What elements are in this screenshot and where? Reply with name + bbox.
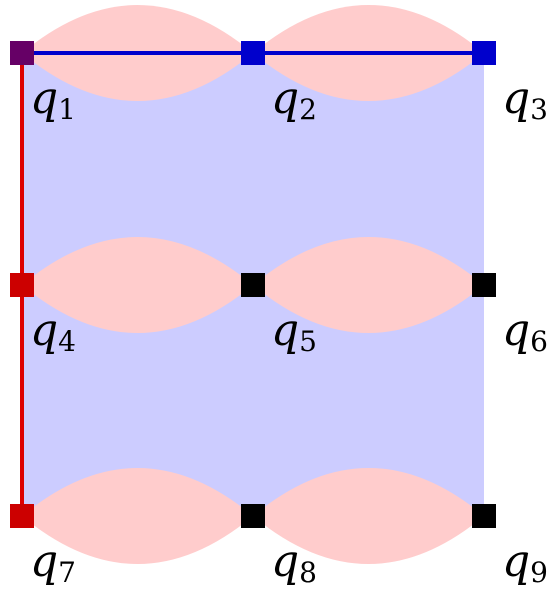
label-q6-main: q (502, 305, 530, 356)
label-q3: q3 (502, 73, 548, 126)
label-q8-main: q (271, 536, 299, 587)
node-q2 (241, 41, 265, 65)
node-q8 (241, 504, 265, 528)
label-q4-sub: 4 (58, 325, 76, 358)
label-q9-main: q (502, 536, 530, 587)
lens-q5-q6 (253, 237, 484, 333)
label-q8: q8 (271, 536, 317, 589)
node-q7 (10, 504, 34, 528)
node-layer (10, 41, 496, 528)
node-q9 (472, 504, 496, 528)
node-q4 (10, 273, 34, 297)
label-q9: q9 (502, 536, 548, 589)
label-q6-sub: 6 (530, 325, 548, 358)
label-q2: q2 (271, 73, 317, 126)
label-q3-main: q (502, 73, 530, 124)
label-q6: q6 (502, 305, 548, 358)
label-q5-sub: 5 (299, 325, 317, 358)
lens-q8-q9 (253, 468, 484, 564)
label-q1: q1 (30, 73, 76, 126)
lens-q4-q5 (22, 237, 253, 333)
node-q1 (10, 41, 34, 65)
label-q3-sub: 3 (530, 93, 548, 126)
label-q4: q4 (30, 305, 76, 358)
edge-layer (20, 51, 484, 516)
node-q5 (241, 273, 265, 297)
label-q9-sub: 9 (530, 556, 548, 589)
node-q6 (472, 273, 496, 297)
lens-layer (22, 5, 484, 564)
label-q7-sub: 7 (58, 556, 76, 589)
lens-q7-q8 (22, 468, 253, 564)
label-q4-main: q (30, 305, 58, 356)
label-q1-sub: 1 (58, 93, 76, 126)
label-q8-sub: 8 (299, 556, 317, 589)
node-q3 (472, 41, 496, 65)
label-q2-sub: 2 (299, 93, 317, 126)
label-q7-main: q (30, 536, 58, 587)
label-q5: q5 (271, 305, 317, 358)
label-q1-main: q (30, 73, 58, 124)
label-q7: q7 (30, 536, 76, 589)
label-q5-main: q (271, 305, 299, 356)
label-q2-main: q (271, 73, 299, 124)
